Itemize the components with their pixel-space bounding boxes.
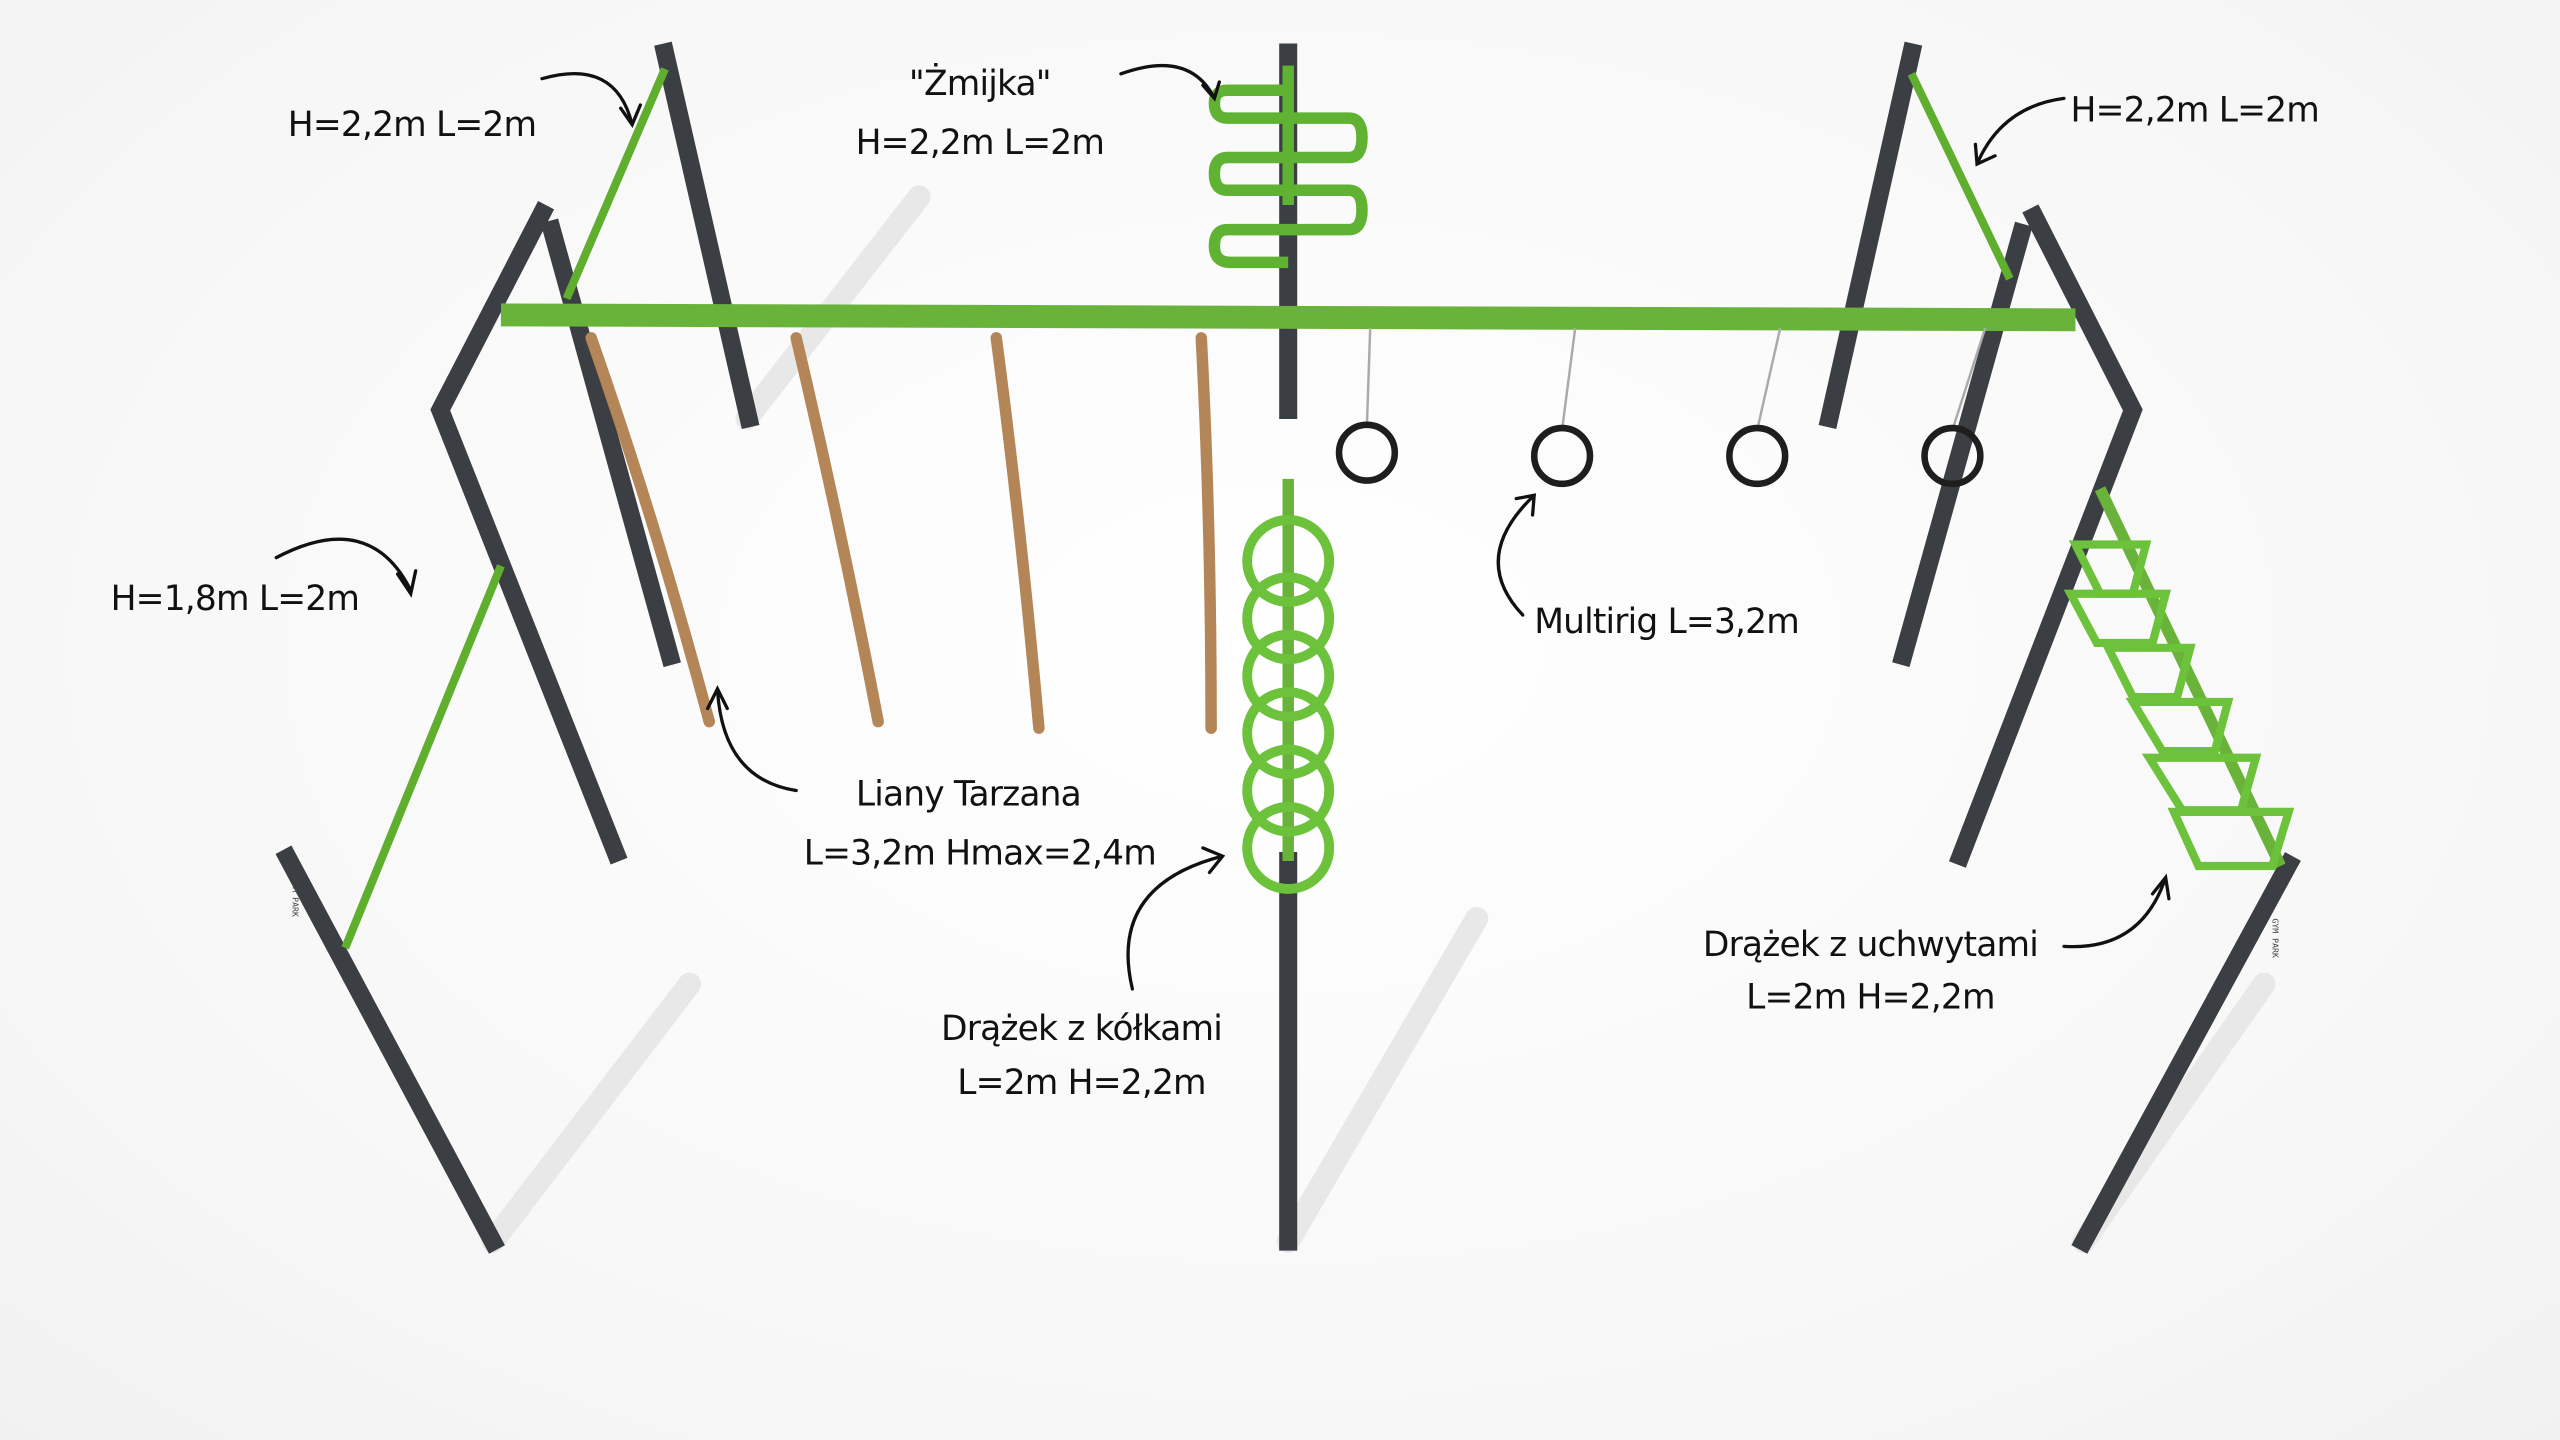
bar-top-left xyxy=(562,67,669,301)
brand-tag-left: GYM PARK xyxy=(291,877,301,917)
frame-right-inner xyxy=(1892,221,2033,668)
label-zmijka-name: "Żmijka" xyxy=(909,64,1051,104)
arrow-icon xyxy=(705,685,798,793)
brand-tags: GYM PARK GYM PARK xyxy=(291,877,2281,958)
post-front-left xyxy=(275,845,505,1254)
label-zmijka-dims: H=2,2m L=2m xyxy=(856,123,1105,163)
bar-low-left xyxy=(341,564,505,950)
arrow-icon xyxy=(1126,846,1226,991)
annotation-arrows xyxy=(274,64,2171,991)
frame-left-inner xyxy=(540,218,681,668)
rope xyxy=(790,332,884,728)
diagonal-bars xyxy=(341,67,2286,950)
post-back-right xyxy=(1818,41,1923,429)
post-back-left xyxy=(654,41,760,430)
gym-ring xyxy=(1726,424,1789,488)
label-kolkami-dims: L=2m H=2,2m xyxy=(957,1063,1206,1103)
gym-ring xyxy=(1921,424,1984,488)
gym-ring xyxy=(1530,424,1594,488)
tarzan-ropes xyxy=(585,332,1217,734)
gym-ring xyxy=(1335,421,1399,484)
label-uchwytami-name: Drążek z uchwytami xyxy=(1703,925,2038,965)
brand-tag-right: GYM PARK xyxy=(2270,918,2280,958)
ring-ladder xyxy=(1242,478,1335,894)
rope xyxy=(585,332,715,728)
arrow-icon xyxy=(540,71,643,129)
label-multirig: Multirig L=3,2m xyxy=(1534,602,1799,642)
label-top-right: H=2,2m L=2m xyxy=(2071,90,2320,130)
post-front-right xyxy=(2071,852,2301,1254)
arrow-icon xyxy=(1119,64,1221,102)
label-kolkami-name: Drążek z kółkami xyxy=(941,1009,1222,1049)
frame-left xyxy=(430,201,628,865)
arrow-icon xyxy=(2062,873,2171,949)
rope xyxy=(1195,332,1217,734)
arrow-icon xyxy=(1496,493,1537,617)
label-top-left: H=2,2m L=2m xyxy=(288,105,537,145)
frame-right xyxy=(1948,204,2143,868)
zmijka-snake xyxy=(1208,65,1368,269)
rope xyxy=(990,332,1045,734)
labels: H=2,2m L=2m "Żmijka" H=2,2m L=2m H=2,2m … xyxy=(111,64,2320,1103)
arrow-icon xyxy=(1973,96,2066,167)
bar-grips xyxy=(2094,486,2286,869)
bar-top-right xyxy=(1907,72,2014,281)
arrow-icon xyxy=(274,537,418,598)
label-liany-dims: L=3,2m Hmax=2,4m xyxy=(804,833,1156,873)
main-beam xyxy=(500,303,2076,332)
label-uchwytami-dims: L=2m H=2,2m xyxy=(1746,978,1995,1018)
triangle-grips xyxy=(2063,540,2295,871)
multirig-rings xyxy=(1335,327,1987,488)
label-liany-name: Liany Tarzana xyxy=(856,774,1081,814)
label-left-low: H=1,8m L=2m xyxy=(111,579,360,619)
shadows xyxy=(481,185,2276,1254)
